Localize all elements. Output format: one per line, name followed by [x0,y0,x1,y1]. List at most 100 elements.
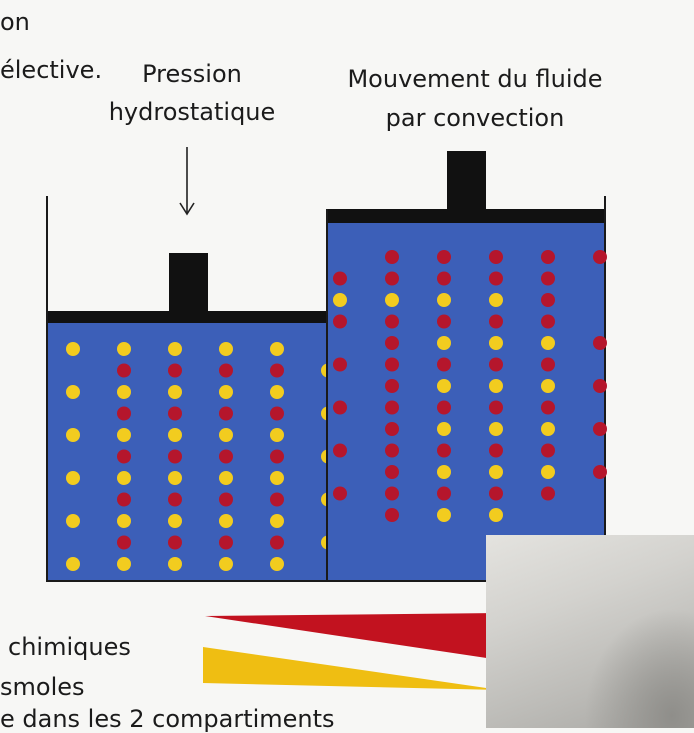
red-particle [270,535,284,550]
red-particle [489,400,503,415]
yellow-particle [270,428,284,442]
red-particle [437,250,451,264]
yellow-particle [270,385,284,399]
yellow-particle [437,465,451,479]
red-particle [219,406,233,421]
red-particle [385,443,399,458]
red-particle [541,293,555,307]
red-particle [117,363,131,378]
red-particle [385,422,399,436]
pressure-label-line2: hydrostatique [108,98,276,126]
yellow-particle [541,422,555,436]
yellow-particle [219,385,233,399]
red-particle [333,400,347,415]
yellow-particle [489,293,503,307]
right-particles [333,250,607,522]
yellow-particle [66,514,80,528]
red-particle [385,357,399,372]
yellow-particle [489,508,503,522]
red-particle [219,363,233,378]
yellow-particle [219,514,233,528]
yellow-particle [270,557,284,571]
red-particle [333,486,347,501]
yellow-particle [489,379,503,393]
right-piston-plate [326,209,604,223]
red-particle [437,400,451,415]
red-particle [593,336,607,350]
yellow-particle [168,557,182,571]
red-particle [489,250,503,264]
webcam-shadow [584,608,694,728]
red-particle [333,271,347,286]
yellow-particle [66,471,80,485]
red-particle [489,486,503,501]
red-particle [270,449,284,464]
yellow-particle [489,465,503,479]
red-particle [168,535,182,550]
yellow-particle [437,293,451,307]
yellow-particle [219,342,233,356]
yellow-particle [168,471,182,485]
red-particle [385,486,399,501]
yellow-gradient-wedge [203,647,500,690]
right-piston-rod [447,151,486,211]
red-particle [437,314,451,329]
red-particle [385,508,399,522]
left-piston-rod [169,253,208,313]
red-particle [385,336,399,350]
red-particle [385,250,399,264]
red-particle [168,363,182,378]
yellow-particle [270,471,284,485]
left-compartment [46,196,335,582]
yellow-particle [489,336,503,350]
red-particle [270,406,284,421]
red-particle [168,492,182,507]
red-particle [270,492,284,507]
yellow-particle [437,422,451,436]
yellow-particle [333,293,347,307]
yellow-particle [117,385,131,399]
red-particle [117,492,131,507]
yellow-particle [168,342,182,356]
red-particle [593,250,607,264]
red-particle [489,314,503,329]
red-particle [489,271,503,286]
red-particle [385,271,399,286]
yellow-particle [168,385,182,399]
movement-label-line1: Mouvement du fluide [347,65,603,93]
yellow-particle [66,385,80,399]
red-particle [168,449,182,464]
red-particle [333,357,347,372]
red-particle [541,486,555,501]
yellow-particle [66,428,80,442]
left-piston-plate [48,311,327,323]
top-left-text-line1: on [0,8,30,36]
red-particle [117,406,131,421]
red-particle [489,443,503,458]
red-particle [437,486,451,501]
webcam-overlay [486,535,694,728]
red-particle [219,449,233,464]
left-water [48,323,327,580]
bottom-text-line1: chimiques [8,633,131,661]
yellow-particle [541,465,555,479]
red-particle [117,449,131,464]
red-particle [385,379,399,393]
pressure-label-line1: Pression [142,60,242,88]
right-compartment [326,151,607,582]
yellow-particle [219,471,233,485]
down-arrow-icon [179,147,195,216]
yellow-particle [385,293,399,307]
yellow-particle [117,428,131,442]
red-particle [593,465,607,479]
red-particle [437,271,451,286]
red-particle [541,400,555,415]
yellow-particle [437,336,451,350]
movement-label-line2: par convection [385,104,565,132]
red-particle [437,357,451,372]
yellow-particle [219,557,233,571]
yellow-particle [489,422,503,436]
red-particle [541,250,555,264]
yellow-particle [270,342,284,356]
